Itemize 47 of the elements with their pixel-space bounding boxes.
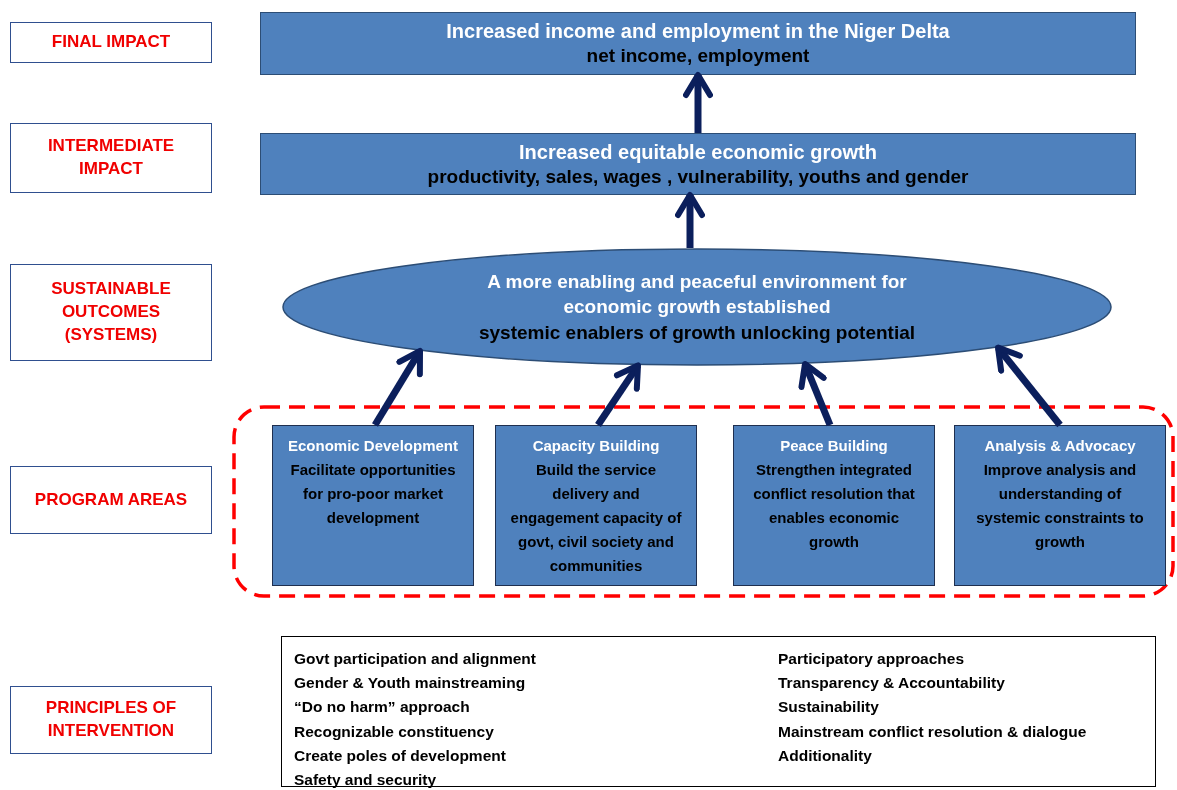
arrow	[798, 360, 834, 427]
principles-box	[281, 636, 1156, 787]
program-box	[272, 425, 474, 586]
level-label: SUSTAINABLE OUTCOMES (SYSTEMS)	[50, 278, 172, 346]
impact-indicators: productivity, sales, wages , vulnerability, youths and gender	[427, 164, 969, 189]
impact-box	[260, 12, 1136, 75]
principle-item: Mainstream conflict resolution & dialogue	[778, 721, 1088, 742]
outcome-heading: A more enabling and peaceful environment for economic growth established	[486, 269, 908, 320]
arrow	[683, 72, 713, 133]
program-box	[954, 425, 1166, 586]
impact-heading: Increased income and employment in the Niger Delta	[446, 19, 950, 45]
program-description: Build the service delivery and engagement capacity of govt, civil society and communities	[510, 460, 682, 576]
arrow	[675, 192, 705, 248]
principle-item: Transparency & Accountability	[778, 673, 1006, 694]
level-label-box	[10, 264, 212, 361]
program-description: Facilitate opportunities for pro-poor market development	[289, 460, 457, 528]
program-box	[733, 425, 935, 586]
level-label: PROGRAM AREAS	[33, 488, 189, 511]
program-title: Capacity Building	[532, 436, 660, 456]
arrow	[372, 347, 423, 427]
program-title: Analysis & Advocacy	[984, 436, 1136, 456]
program-description: Strengthen integrated conflict resolution that enables economic growth	[752, 460, 916, 552]
level-label-box	[10, 466, 212, 534]
level-label-box	[10, 686, 212, 754]
principle-item: Participatory approaches	[778, 649, 966, 669]
principle-item: Gender & Youth mainstreaming	[294, 673, 527, 694]
outcome-indicators: systemic enablers of growth unlocking potential	[479, 320, 915, 345]
principle-item: “Do no harm” approach	[294, 697, 471, 718]
level-label: PRINCIPLES OF INTERVENTION	[44, 697, 178, 742]
principle-item: Safety and security	[294, 770, 438, 790]
principle-item: Create poles of development	[294, 745, 507, 766]
level-label: FINAL IMPACT	[50, 31, 172, 54]
level-label-box	[10, 123, 212, 193]
program-box	[495, 425, 697, 586]
program-description: Improve analysis and understanding of systemic constraints to growth	[975, 460, 1145, 552]
impact-heading: Increased equitable economic growth	[519, 139, 877, 165]
impact-indicators: net income, employment	[586, 44, 810, 69]
principle-item: Recognizable constituency	[294, 721, 495, 742]
program-title: Peace Building	[780, 436, 888, 456]
program-title: Economic Development	[287, 436, 458, 456]
principle-item: Sustainability	[778, 697, 880, 718]
level-label: INTERMEDIATE IMPACT	[46, 135, 176, 180]
impact-box	[260, 133, 1136, 195]
principle-item: Govt participation and alignment	[294, 649, 537, 669]
level-label-box	[10, 22, 212, 63]
principle-item: Additionality	[778, 745, 873, 766]
arrow	[595, 362, 641, 427]
